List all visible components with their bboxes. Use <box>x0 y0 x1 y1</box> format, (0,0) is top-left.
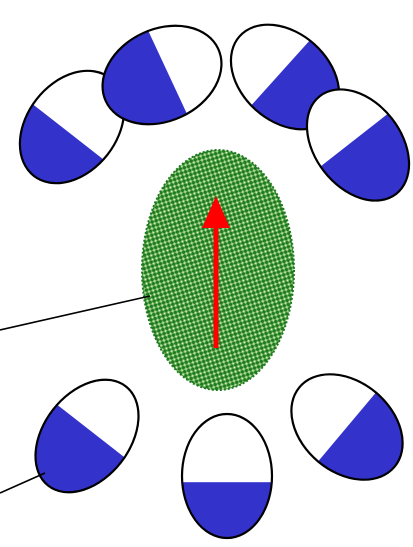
pointer-line-to-lower-left-capsule <box>0 473 45 493</box>
center-group <box>142 150 294 390</box>
capsule-bottom <box>180 414 274 540</box>
capsule-right-lower <box>269 351 413 504</box>
capsule-left-lower <box>12 359 162 515</box>
capsule-bottom-blue-fill <box>180 482 274 540</box>
pointer-line-to-center-ellipse <box>0 296 150 330</box>
